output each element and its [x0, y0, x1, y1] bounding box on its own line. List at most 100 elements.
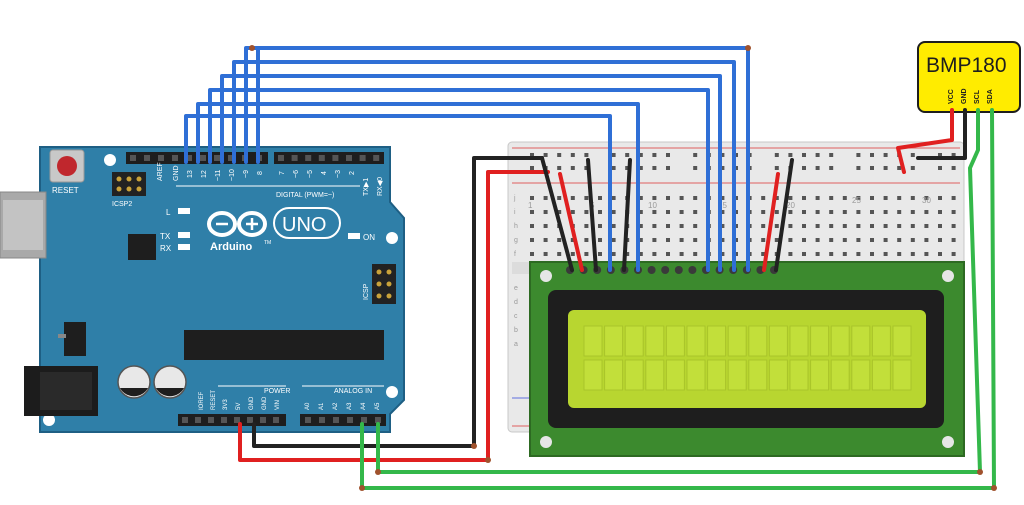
bb-row-b: b [514, 327, 518, 334]
pin-label-13: 13 [187, 170, 194, 178]
breadboard-hole [693, 153, 698, 157]
breadboard-hole [815, 238, 820, 242]
breadboard-hole [897, 252, 902, 256]
breadboard-hole [951, 224, 956, 228]
breadboard-hole [530, 153, 534, 157]
wire-green-sda [360, 108, 996, 490]
breadboard-hole [611, 153, 616, 157]
breadboard-hole [584, 196, 589, 200]
breadboard-hole [693, 196, 698, 200]
wire-black-lcd5 [622, 158, 632, 272]
breadboard-hole [856, 210, 861, 214]
breadboard-hole [883, 224, 888, 228]
wire-blue-d12 [196, 102, 640, 272]
breadboard-hole [652, 153, 657, 157]
bb-row-letters-top: j i h g f e d c b a [513, 195, 518, 348]
pin-label-a5: A5 [375, 402, 381, 410]
breadboard-hole [897, 224, 902, 228]
breadboard-hole [910, 252, 915, 256]
mount-hole [386, 386, 398, 398]
breadboard-hole [652, 238, 657, 242]
lcd-pin [674, 266, 683, 274]
wire-red-lcd2 [558, 172, 584, 272]
breadboard-hole [720, 224, 725, 228]
led-l [178, 208, 190, 214]
lcd-character-cell [748, 359, 768, 391]
breadboard-hole [625, 252, 630, 256]
breadboard-hole [679, 196, 684, 200]
uno-logo-text: UNO [282, 214, 326, 236]
arduino-uno-board: RESET ICSP2 AREF GND 13 12 ~11 ~10 ~9 8 … [0, 146, 405, 433]
breadboard-hole [802, 153, 806, 157]
breadboard-hole [788, 224, 793, 228]
pin-label-rx0: RX◀0 [377, 177, 384, 196]
breadboard-hole [802, 224, 806, 228]
bb-col-25: 25 [852, 196, 861, 205]
breadboard-hole [557, 238, 562, 242]
breadboard-hole [638, 153, 643, 157]
bmp180-pin-sda: SDA [987, 89, 994, 104]
pin-label-a2: A2 [333, 402, 339, 410]
wire-black-lcd16 [774, 158, 794, 272]
breadboard-hole [584, 210, 589, 214]
breadboard-hole [720, 196, 725, 200]
power-jack-face [40, 372, 92, 410]
bmp180-pin-gnd: GND [961, 88, 968, 104]
breadboard-hole [856, 196, 861, 200]
wire-blue-d13 [184, 114, 612, 272]
breadboard-hole [829, 252, 834, 256]
breadboard-hole [693, 166, 698, 170]
lcd-character-cell [727, 325, 747, 357]
breadboard-hole [570, 238, 575, 242]
mount-hole [386, 232, 398, 244]
breadboard-hole [625, 166, 630, 170]
breadboard-hole [951, 196, 956, 200]
breadboard-hole [897, 210, 902, 214]
header-pin [273, 417, 279, 423]
reset-button-cap[interactable] [57, 156, 77, 176]
header-pin [346, 155, 352, 161]
lcd-character-cell [645, 359, 665, 391]
breadboard-hole [774, 224, 779, 228]
bottom-header-pins [182, 417, 381, 423]
regulator-pin [58, 334, 66, 338]
bb-row-g: g [514, 237, 518, 244]
breadboard-hole [611, 196, 616, 200]
breadboard-hole [883, 252, 888, 256]
breadboard-hole [802, 252, 806, 256]
usb-connector-face [3, 200, 43, 250]
header-pin [319, 417, 325, 423]
breadboard-hole [815, 166, 820, 170]
header-pin [186, 155, 192, 161]
icsp-label: ICSP [363, 283, 370, 300]
header-pin [214, 155, 220, 161]
lcd-character-cell [830, 325, 850, 357]
breadboard-hole [611, 238, 616, 242]
header-pin [208, 417, 214, 423]
pin-label-gnd2: GND [262, 396, 268, 410]
breadboard-hole [761, 210, 766, 214]
breadboard-hole [543, 224, 548, 228]
lcd-character-cell [583, 359, 603, 391]
breadboard-hole [938, 153, 942, 157]
breadboard-hole [774, 166, 779, 170]
breadboard-hole [570, 252, 575, 256]
breadboard-hole [870, 252, 874, 256]
breadboard-hole [924, 238, 929, 242]
wire-red-bmp-vcc [896, 108, 954, 174]
wire-blue-d10 [220, 74, 722, 272]
bb-row-c: c [514, 313, 518, 320]
breadboard-hole [557, 166, 562, 170]
lcd-character-cell [810, 325, 830, 357]
breadboard-hole [761, 252, 766, 256]
breadboard-hole [666, 196, 670, 200]
breadboard-hole [638, 196, 643, 200]
breadboard-hole [774, 153, 779, 157]
breadboard-hole [598, 210, 602, 214]
capacitor [153, 365, 187, 399]
arduino-tm: TM [264, 240, 271, 246]
breadboard-hole [679, 210, 684, 214]
breadboard-hole [611, 210, 616, 214]
breadboard-hole [543, 252, 548, 256]
lcd-character-cell [830, 359, 850, 391]
